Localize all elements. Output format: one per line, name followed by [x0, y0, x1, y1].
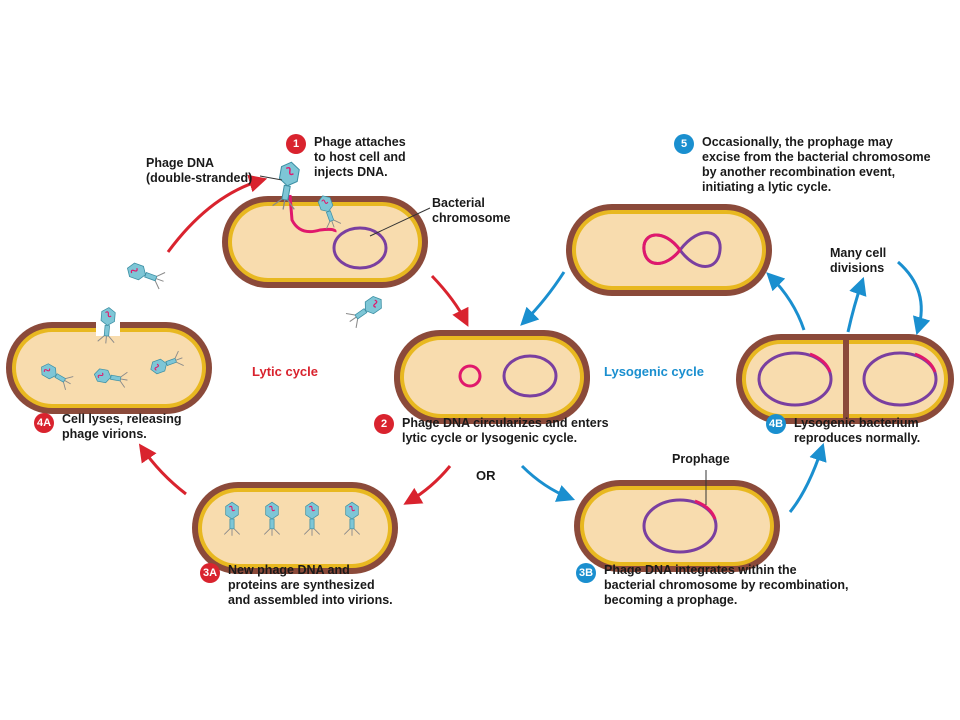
bacterial-chromosome-label: Bacterial chromosome	[432, 196, 511, 225]
step-4a-text: Cell lyses, releasing phage virions.	[62, 412, 182, 441]
phage-virion-icon	[123, 259, 168, 291]
step-badge-3a: 3A	[200, 563, 220, 583]
step-badge-4b: 4B	[766, 414, 786, 434]
step-3a-text: New phage DNA and proteins are synthesiz…	[228, 563, 393, 607]
step-badge-3b: 3B	[576, 563, 596, 583]
phage-virion-icon	[344, 291, 387, 330]
lytic-cycle-title: Lytic cycle	[252, 364, 319, 379]
step-4b-text: Lysogenic bacterium reproduces normally.	[794, 416, 921, 445]
step-badge-4a: 4A	[34, 413, 54, 433]
step-1-text: Phage attaches to host cell and injects …	[314, 135, 406, 179]
step-2-text: Phage DNA circularizes and enters lytic …	[402, 416, 609, 445]
bacterium-cell-step4a	[6, 306, 212, 414]
bacterium-cell-step1	[222, 159, 428, 288]
lysogenic-cycle-title: Lysogenic cycle	[604, 364, 704, 379]
step-badge-1: 1	[286, 134, 306, 154]
phage-dna-label: Phage DNA (double-stranded)	[146, 156, 253, 185]
bacterium-cell-step4b	[736, 334, 954, 424]
bacterium-cell-step5	[566, 204, 772, 296]
or-label: OR	[476, 468, 496, 483]
step-5-text: Occasionally, the prophage may excise fr…	[702, 135, 931, 194]
step-3b-text: Phage DNA integrates within the bacteria…	[604, 563, 849, 607]
lysogenic-arrows	[520, 260, 931, 513]
bacterium-cell-step3a	[192, 482, 398, 574]
step-badge-5: 5	[674, 134, 694, 154]
bacterium-cell-step2	[394, 330, 590, 424]
lytic-arrows	[138, 174, 469, 505]
prophage-label: Prophage	[672, 452, 730, 466]
many-cell-divisions-label: Many cell divisions	[830, 246, 887, 275]
bacterium-cell-step3b	[574, 480, 780, 572]
step-badge-2: 2	[374, 414, 394, 434]
